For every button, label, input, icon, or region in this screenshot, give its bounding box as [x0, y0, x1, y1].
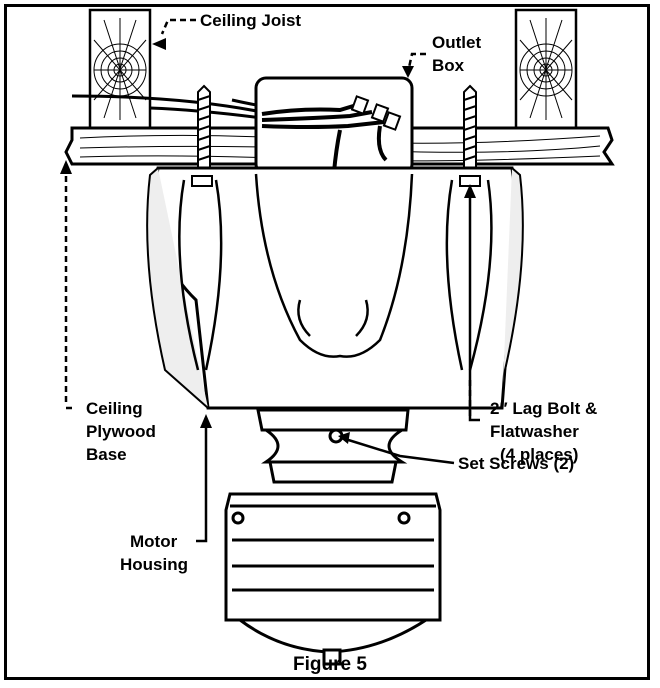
- ceiling-label-line1: Ceiling: [86, 399, 143, 418]
- outlet-box-label-line2: Box: [432, 56, 465, 75]
- set-screws-label: Set Screws (2): [458, 454, 574, 473]
- lag-bolt-label-line2: Flatwasher: [490, 422, 579, 441]
- ceiling-joist-left: [88, 8, 152, 130]
- motor-housing-label-line1: Motor: [130, 532, 178, 551]
- figure-caption: Figure 5: [293, 654, 367, 675]
- lag-bolt-left: [197, 84, 211, 181]
- outlet-box: [254, 76, 414, 176]
- lag-bolt-right: [463, 84, 477, 181]
- lag-bolt-label-line3: (4 places): [500, 445, 578, 464]
- ceiling-label-line2: Plywood: [86, 422, 156, 441]
- ceiling-label-line3: Base: [86, 445, 127, 464]
- ceiling-joist-right: [514, 8, 578, 130]
- leader-lines: [64, 18, 480, 543]
- pulley: [256, 408, 410, 484]
- motor: [224, 492, 442, 666]
- leader-arrowheads: [60, 38, 476, 444]
- outlet-box-label-line1: Outlet: [432, 33, 481, 52]
- motor-housing-label-line2: Housing: [120, 555, 188, 574]
- ceiling-joist-label: Ceiling Joist: [200, 11, 301, 30]
- lag-bolt-label-line1: 2″ Lag Bolt &: [490, 399, 597, 418]
- mounting-housing: [146, 166, 524, 410]
